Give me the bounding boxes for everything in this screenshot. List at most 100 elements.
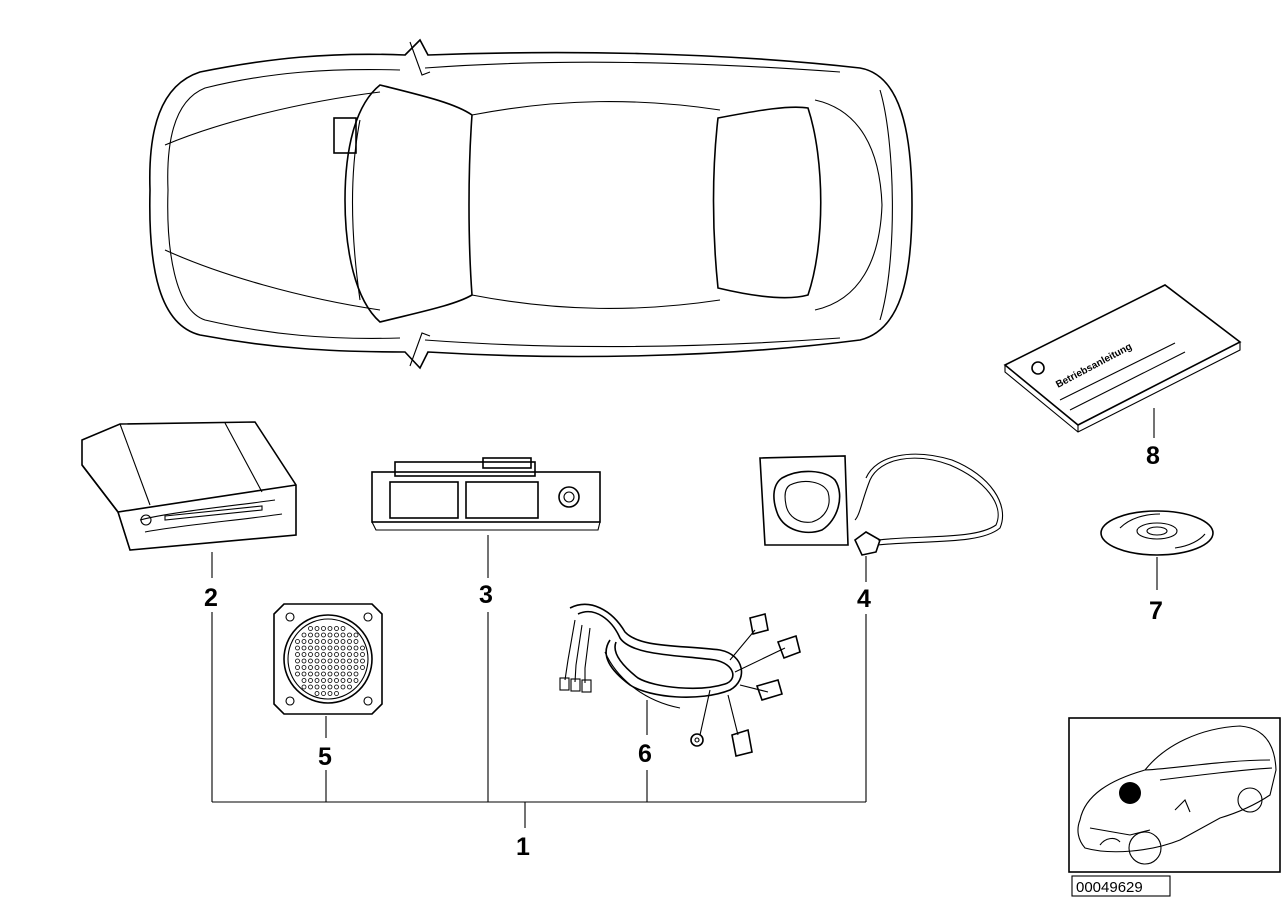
grille-hole [301,678,307,683]
grille-hole [347,645,352,651]
grille-hole [334,658,339,664]
grille-hole [347,684,352,690]
car-top-view [148,38,913,370]
callout-6: 6 [638,740,652,768]
grille-hole [321,626,326,631]
grille-hole [347,678,352,683]
grille-hole [295,671,300,677]
grille-hole [327,626,333,631]
grille-hole [314,652,320,657]
grille-hole [360,652,365,657]
callout-7: 7 [1149,597,1163,625]
grille-hole [321,632,326,638]
grille-hole [353,671,359,677]
wiring-harness [559,603,801,757]
grille-hole [340,652,346,657]
grille-hole [340,645,346,651]
grille-hole [353,639,359,644]
cd-changer [81,421,297,551]
grille-hole [334,678,339,683]
reference-number: 00049629 [1076,879,1143,896]
grille-hole [301,645,307,651]
grille-hole [321,691,326,696]
grille-hole [327,632,333,638]
callout-3: 3 [479,581,493,609]
grille-hole [314,691,320,696]
grille-hole [334,645,339,651]
callout-4: 4 [857,585,871,613]
grille-hole [340,658,346,664]
grille-hole [347,658,352,664]
grille-hole [334,626,339,631]
callout-2: 2 [204,584,218,612]
grille-hole [347,652,352,657]
grille-hole [353,645,359,651]
grille-hole [340,678,346,683]
grille-hole [360,658,365,664]
grille-hole [347,632,352,638]
grille-hole [360,665,365,670]
grille-hole [295,658,300,664]
grille-hole [308,665,313,670]
grille-hole [321,671,326,677]
grille-hole [334,691,339,696]
grille-hole [340,626,346,631]
grille-hole [308,671,313,677]
grille-hole [308,632,313,638]
grille-hole [327,665,333,670]
compact-disc [1100,510,1214,556]
callout-8: 8 [1146,442,1160,470]
grille-hole [308,684,313,690]
grille-hole [301,684,307,690]
microphone-with-cable [759,453,1004,556]
grille-hole [301,652,307,657]
grille-hole [295,645,300,651]
grille-hole [308,652,313,657]
grille-hole [334,665,339,670]
grille-hole [360,645,365,651]
grille-hole [347,639,352,644]
grille-hole [353,658,359,664]
grille-hole [301,658,307,664]
grille-hole [308,645,313,651]
grille-hole [334,639,339,644]
grille-hole [314,665,320,670]
grille-hole [301,632,307,638]
grille-hole [314,678,320,683]
grille-hole [347,665,352,670]
grille-hole [321,645,326,651]
grille-hole [353,652,359,657]
leader-lines [211,408,1158,828]
grille-hole [340,671,346,677]
grille-hole [314,684,320,690]
grille-hole [334,632,339,638]
callout-5: 5 [318,743,332,771]
grille-hole [327,671,333,677]
location-marker-icon [1119,782,1141,804]
grille-hole [314,626,320,631]
grille-hole [321,639,326,644]
grille-hole [334,684,339,690]
grille-hole [321,684,326,690]
grille-hole [308,626,313,631]
grille-hole [321,678,326,683]
grille-hole [308,678,313,683]
grille-hole [340,632,346,638]
control-panel [371,457,601,531]
location-inset [1068,717,1281,873]
owners-manual: Betriebsanleitung [1003,284,1242,433]
grille-hole [327,691,333,696]
grille-hole [321,658,326,664]
grille-hole [353,678,359,683]
grille-hole [321,665,326,670]
grille-hole [353,632,359,638]
grille-hole [327,639,333,644]
grille-hole [334,652,339,657]
grille-hole [347,671,352,677]
grille-hole [295,665,300,670]
grille-hole [327,678,333,683]
grille-hole [301,639,307,644]
grille-hole [321,652,326,657]
grille-hole [334,671,339,677]
